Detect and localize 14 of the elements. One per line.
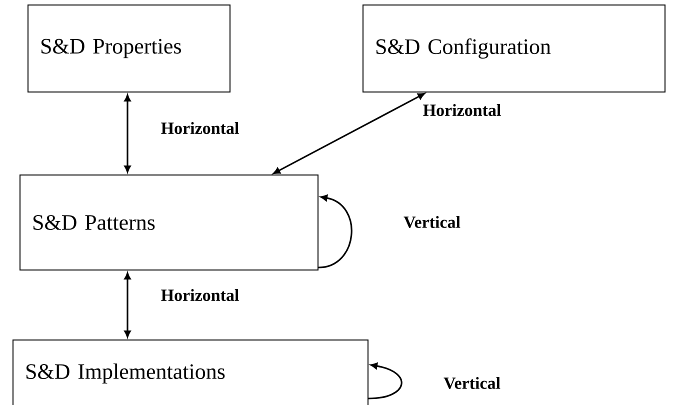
arrow [124,94,131,172]
arrow [124,272,131,338]
arrow [368,362,402,400]
process-box: S&D Patterns [20,174,318,270]
edge-label: Horizontal [161,122,239,134]
edge-label: Vertical [404,216,460,228]
arrow [273,93,425,174]
edge-label: Vertical [444,376,500,390]
arrow [318,194,352,268]
edge-label: Horizontal [161,289,239,301]
process-box: S&D Implementations [12,340,368,405]
process-box: S&D Properties [28,4,230,92]
edge-label: Horizontal [423,104,501,116]
process-box: S&D Configuration [362,4,666,92]
